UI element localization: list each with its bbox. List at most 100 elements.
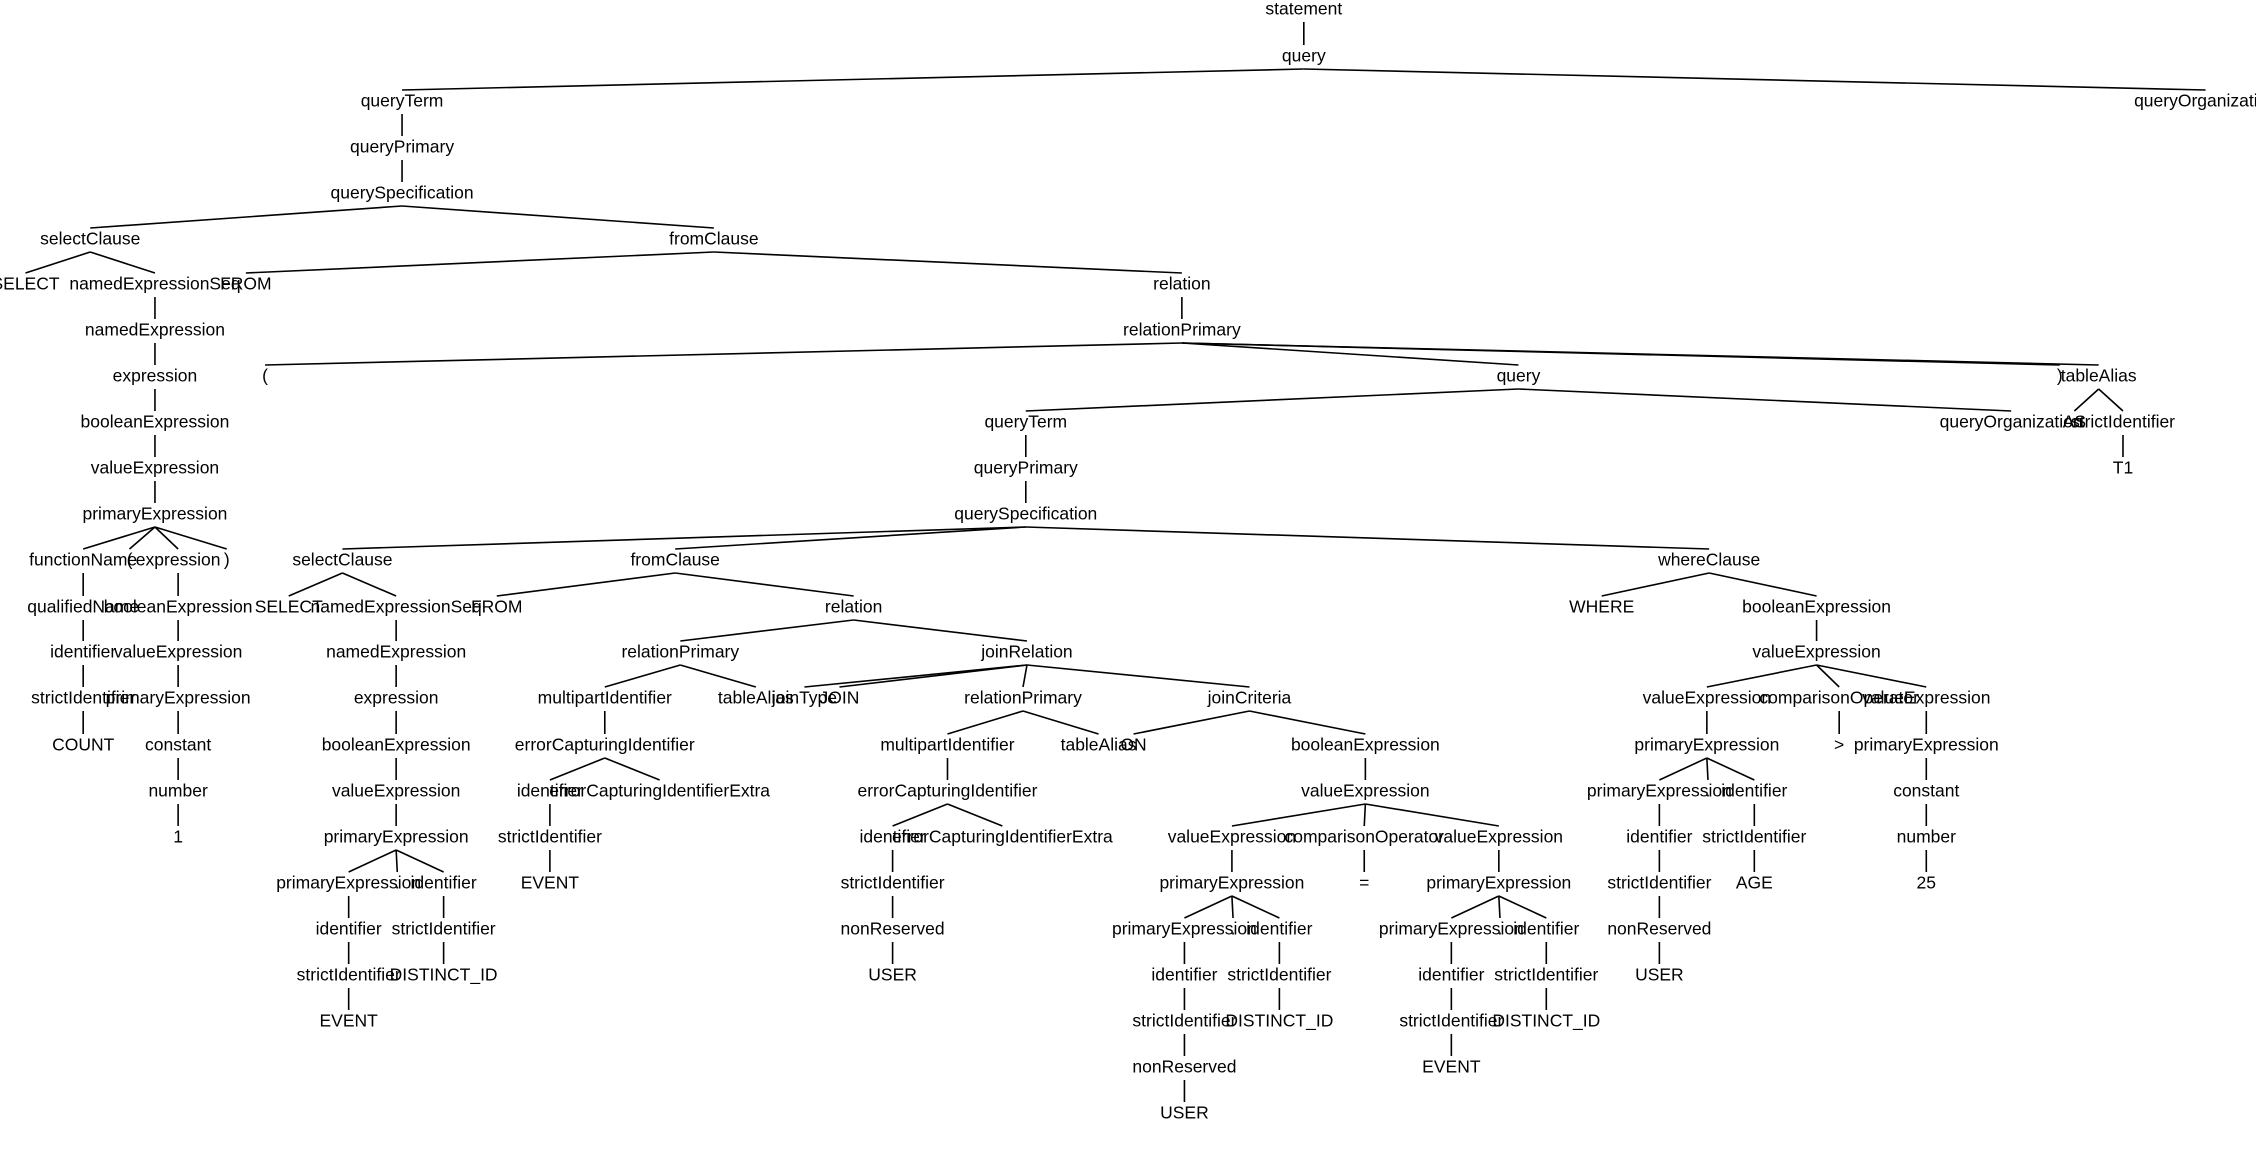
tree-edge <box>288 572 343 597</box>
tree-edge <box>2073 388 2100 412</box>
node-comparison-operator: comparisonOperator <box>1759 688 1919 708</box>
node-boolean-expression: booleanExpression <box>1291 735 1440 755</box>
tree-edge <box>128 526 156 550</box>
node-1: 1 <box>173 827 183 847</box>
node-identifier: identifier <box>517 781 583 801</box>
node-dot: . <box>395 873 400 893</box>
node-statement: statement <box>1265 0 1342 19</box>
tree-edge <box>1025 388 1519 412</box>
tree-edge <box>1231 895 1280 919</box>
node-primary-expression: primaryExpression <box>83 504 228 524</box>
node-primary-expression: primaryExpression <box>106 688 251 708</box>
node-primary-expression: primaryExpression <box>1379 919 1524 939</box>
node-strict-identifier: strictIdentifier <box>498 827 602 847</box>
node-identifier: identifier <box>860 827 926 847</box>
tree-edge <box>680 619 854 642</box>
node-constant: constant <box>1893 781 1959 801</box>
node-query-primary: queryPrimary <box>974 458 1078 478</box>
node-error-capturing-identifier: errorCapturingIdentifier <box>858 781 1038 801</box>
node-from: FROM <box>220 274 272 294</box>
tree-edge <box>675 572 854 597</box>
tree-edge <box>713 251 1182 274</box>
node-relation: relation <box>1153 274 1210 294</box>
tree-edge <box>947 710 1024 735</box>
tree-edge <box>1026 664 1250 688</box>
node-query-term: queryTerm <box>361 91 444 111</box>
node-user: USER <box>1160 1103 1209 1123</box>
node-where: WHERE <box>1569 597 1634 617</box>
node-primary-expression: primaryExpression <box>276 873 421 893</box>
node-value-expression: valueExpression <box>332 781 460 801</box>
node-distinct-id: DISTINCT_ID <box>390 965 498 986</box>
node-identifier: identifier <box>1246 919 1312 939</box>
node-strict-identifier: strictIdentifier <box>31 688 135 708</box>
tree-edge <box>1706 664 1817 688</box>
tree-edge <box>1498 895 1501 919</box>
node-named-expression-seq: namedExpressionSeq <box>69 274 240 294</box>
node-identifier: identifier <box>1721 781 1787 801</box>
node-boolean-expression: booleanExpression <box>81 412 230 432</box>
node-boolean-expression: booleanExpression <box>322 735 471 755</box>
node-table-alias: tableAlias <box>718 688 794 708</box>
node-primary-expression: primaryExpression <box>1587 781 1732 801</box>
tree-edge <box>680 664 757 688</box>
tree-edge <box>1365 803 1499 827</box>
node-distinct-id: DISTINCT_ID <box>1225 1011 1333 1032</box>
node-value-expression: valueExpression <box>91 458 219 478</box>
tree-edge <box>1025 526 1710 550</box>
tree-edge <box>1601 572 1710 597</box>
node-identifier: identifier <box>1626 827 1692 847</box>
tree-edge <box>1708 572 1817 597</box>
tree-edge <box>1022 664 1028 688</box>
node-query: query <box>1282 46 1326 66</box>
tree-edge <box>1181 342 1519 366</box>
tree-edge <box>1133 710 1250 735</box>
node-multipart-identifier: multipartIdentifier <box>538 688 672 708</box>
node-error-capturing-identifier-extra: errorCapturingIdentifierExtra <box>549 781 770 801</box>
tree-edge <box>1706 757 1709 781</box>
node-event: EVENT <box>1422 1057 1481 1077</box>
node-event: EVENT <box>521 873 580 893</box>
tree-edge <box>348 849 397 873</box>
node-value-expression: valueExpression <box>1301 781 1429 801</box>
node-primary-expression: primaryExpression <box>324 827 469 847</box>
node-identifier: identifier <box>1418 965 1484 985</box>
node-query-organization: queryOrganization <box>2134 91 2256 111</box>
node-dot: . <box>1231 919 1236 939</box>
node-multipart-identifier: multipartIdentifier <box>880 735 1014 755</box>
node-expression: expression <box>113 366 198 386</box>
tree-edge <box>245 251 714 274</box>
node-query-specification: querySpecification <box>954 504 1097 524</box>
node-primary-expression: primaryExpression <box>1634 735 1779 755</box>
node-query-primary: queryPrimary <box>350 137 454 157</box>
node-value-expression: valueExpression <box>1643 688 1771 708</box>
node-non-reserved: nonReserved <box>1607 919 1711 939</box>
node-boolean-expression: booleanExpression <box>1742 597 1891 617</box>
node-strict-identifier: strictIdentifier <box>297 965 401 985</box>
node-named-expression-seq: namedExpressionSeq <box>311 597 482 617</box>
tree-edge <box>89 251 156 274</box>
node-user: USER <box>1635 965 1684 985</box>
tree-edge <box>342 526 1026 550</box>
node-from-clause: fromClause <box>669 229 758 249</box>
node-function-name: functionName <box>29 550 137 570</box>
node-identifier: identifier <box>1151 965 1217 985</box>
tree-edge <box>604 757 660 781</box>
tree-edge <box>947 803 1003 827</box>
tree-edge <box>1706 757 1755 781</box>
tree-edge <box>1518 388 2012 412</box>
node-identifier: identifier <box>316 919 382 939</box>
node-primary-expression: primaryExpression <box>1426 873 1571 893</box>
node-primary-expression: primaryExpression <box>1112 919 1257 939</box>
node-close-paren: ) <box>224 550 230 570</box>
tree-edge <box>395 849 444 873</box>
node-constant: constant <box>145 735 211 755</box>
node-close-paren: ) <box>2057 366 2063 386</box>
node-where-clause: whereClause <box>1657 550 1760 570</box>
node-identifier: identifier <box>1513 919 1579 939</box>
node-boolean-expression: booleanExpression <box>104 597 253 617</box>
node-select: SELECT <box>255 597 323 617</box>
node-value-expression: valueExpression <box>1752 642 1880 662</box>
tree-edge <box>1231 803 1366 827</box>
node-error-capturing-identifier: errorCapturingIdentifier <box>515 735 695 755</box>
